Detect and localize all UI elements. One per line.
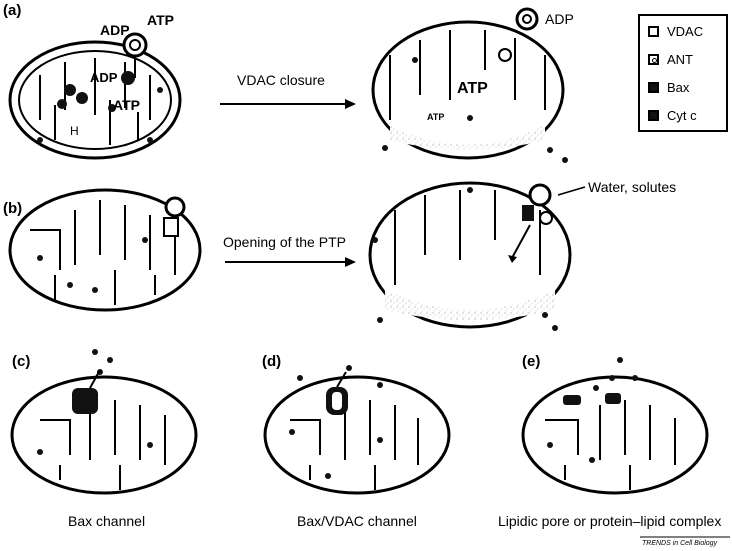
label-adp-a2: ADP bbox=[90, 70, 118, 85]
label-vdac-closure: VDAC closure bbox=[237, 72, 325, 88]
caption-c: Bax channel bbox=[68, 513, 145, 529]
caption-e: Lipidic pore or protein–lipid complex bbox=[498, 513, 721, 529]
legend-label: Bax bbox=[667, 80, 689, 95]
cyt-c-icon bbox=[648, 110, 659, 121]
vdac-closed-icon bbox=[517, 9, 537, 29]
legend: VDAC ANT Bax Cyt c bbox=[638, 14, 728, 132]
label-atp-right: ATP bbox=[457, 80, 488, 97]
panel-label-a: (a) bbox=[3, 2, 21, 19]
ant-icon bbox=[648, 54, 659, 65]
mitochondrion-c bbox=[12, 377, 196, 493]
footer-credit: TRENDS in Cell Biology bbox=[642, 540, 718, 547]
label-h-a: H bbox=[70, 124, 79, 138]
legend-label: Cyt c bbox=[667, 108, 697, 123]
legend-item-bax: Bax bbox=[648, 78, 689, 96]
legend-item-ant: ANT bbox=[648, 50, 693, 68]
legend-label: ANT bbox=[667, 52, 693, 67]
label-water-solutes: Water, solutes bbox=[588, 179, 676, 195]
mitochondrion-d bbox=[265, 377, 449, 493]
arrow-ptp-opening bbox=[225, 257, 356, 267]
panel-label-b: (b) bbox=[3, 200, 22, 217]
label-atp-a: ATP bbox=[147, 12, 174, 28]
arrow-vdac-closure bbox=[220, 99, 356, 109]
mitochondrion-a-left bbox=[10, 42, 180, 158]
legend-label: VDAC bbox=[667, 24, 703, 39]
bax-icon bbox=[648, 82, 659, 93]
panel-label-d: (d) bbox=[262, 353, 281, 370]
label-adp-right: ADP bbox=[545, 11, 574, 27]
label-atp-a2: ATP bbox=[113, 97, 140, 113]
vdac-icon bbox=[648, 26, 659, 37]
legend-item-vdac: VDAC bbox=[648, 22, 703, 40]
label-adp-a: ADP bbox=[100, 22, 130, 38]
panel-label-c: (c) bbox=[12, 353, 30, 370]
caption-d: Bax/VDAC channel bbox=[297, 513, 417, 529]
legend-item-cyt-c: Cyt c bbox=[648, 106, 697, 124]
label-ptp-opening: Opening of the PTP bbox=[223, 234, 346, 250]
label-atp-right-small: ATP bbox=[427, 112, 444, 122]
panel-label-e: (e) bbox=[522, 353, 540, 370]
